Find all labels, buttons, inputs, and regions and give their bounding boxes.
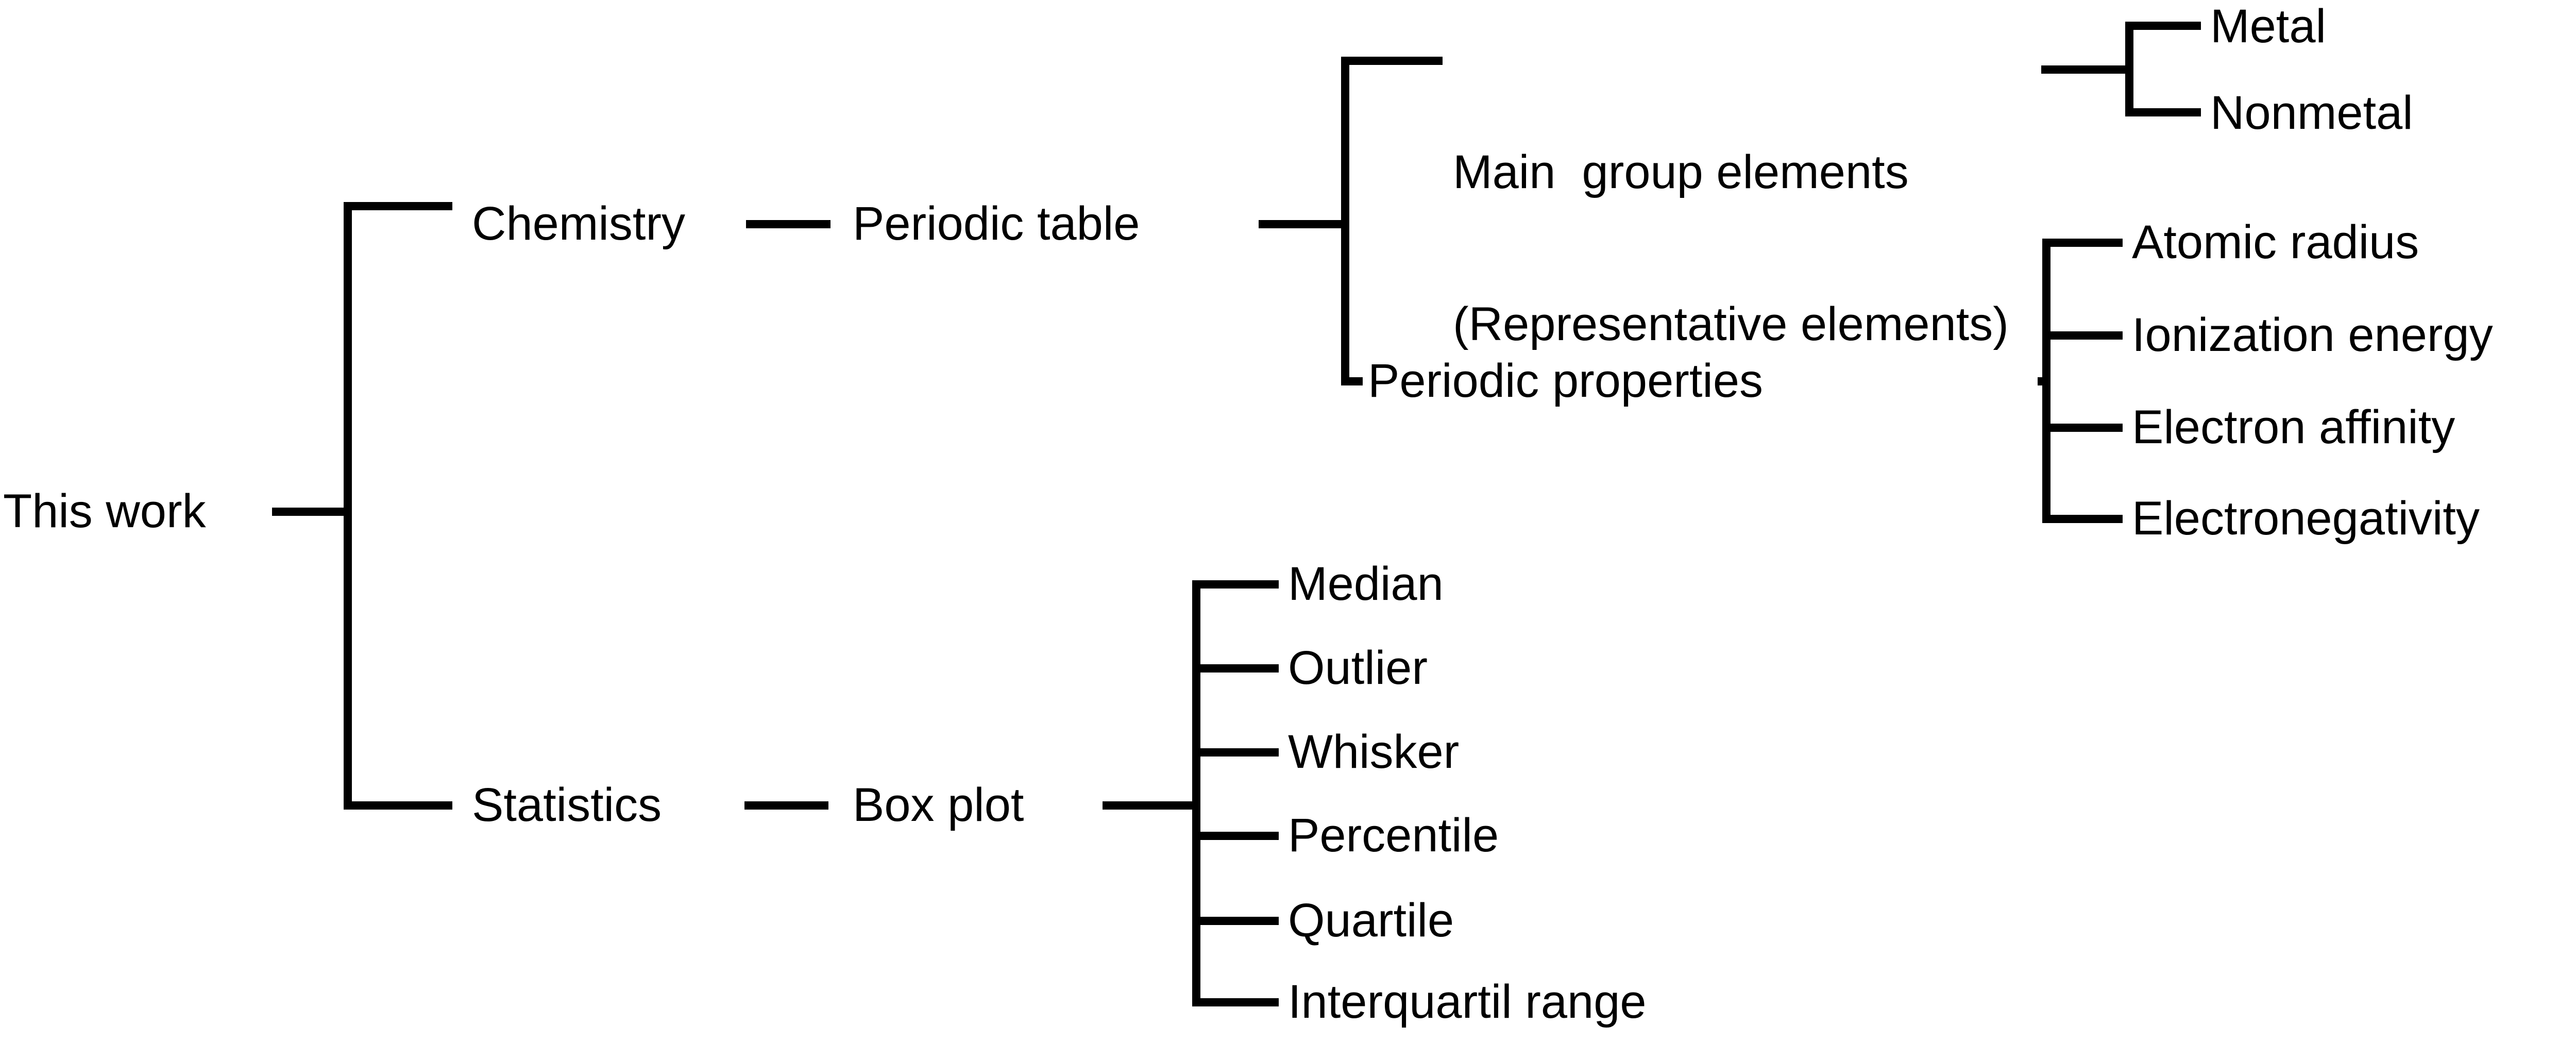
node-median: Median: [1288, 558, 1444, 611]
node-atomic-radius: Atomic radius: [2132, 216, 2419, 269]
node-quartile: Quartile: [1288, 894, 1454, 947]
node-ionization-energy: Ionization energy: [2132, 309, 2493, 362]
node-periodic-table: Periodic table: [853, 197, 1140, 250]
node-outlier: Outlier: [1288, 642, 1428, 695]
node-statistics: Statistics: [472, 779, 662, 832]
node-main-group-elements-line1: Main group elements: [1453, 145, 1909, 198]
node-chemistry: Chemistry: [472, 197, 686, 250]
node-interquartil-range: Interquartil range: [1288, 976, 1647, 1029]
node-this-work: This work: [3, 485, 206, 538]
node-metal: Metal: [2210, 0, 2326, 53]
node-main-group-elements: Main group elements (Representative elem…: [1453, 45, 2009, 451]
node-box-plot: Box plot: [853, 779, 1024, 832]
node-percentile: Percentile: [1288, 809, 1499, 862]
node-main-group-elements-line2: (Representative elements): [1453, 298, 2009, 351]
node-whisker: Whisker: [1288, 726, 1460, 779]
node-electronegativity: Electronegativity: [2132, 492, 2480, 545]
node-electron-affinity: Electron affinity: [2132, 401, 2455, 454]
node-periodic-properties: Periodic properties: [1368, 355, 1764, 408]
node-nonmetal: Nonmetal: [2210, 87, 2413, 140]
